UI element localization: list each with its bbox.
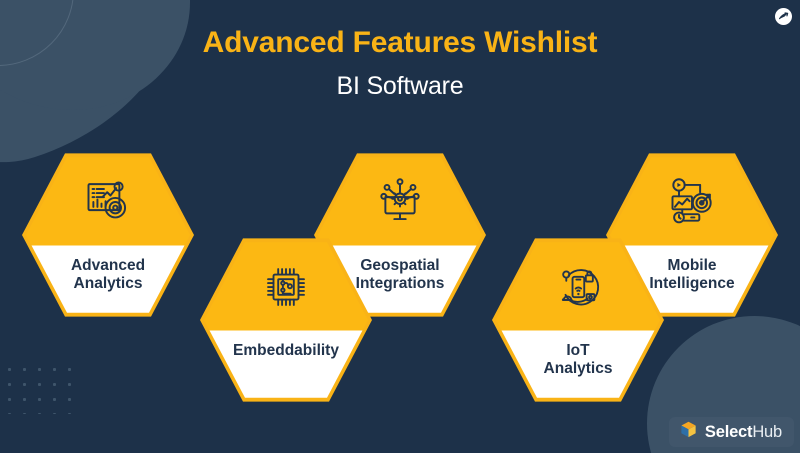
- hex-label-embeddability: Embeddability: [233, 341, 339, 359]
- selecthub-logo-text: SelectHub: [705, 423, 782, 442]
- microchip-icon: [261, 242, 311, 330]
- selecthub-cube-icon: [679, 420, 698, 444]
- workflow-target-icon: [666, 157, 718, 245]
- analytics-dashboard-icon: [82, 157, 134, 245]
- monitor-gear-network-icon: [374, 157, 426, 245]
- hex-label-advanced-analytics: Advanced Analytics: [70, 256, 146, 293]
- hex-label-mobile-intelligence: Mobile Intelligence: [649, 256, 735, 293]
- selecthub-logo[interactable]: SelectHub: [668, 417, 794, 447]
- hex-label-iot-analytics: IoT Analytics: [543, 341, 613, 378]
- hex-body: IoT Analytics: [496, 242, 660, 398]
- dot-grid-decoration: [2, 362, 80, 414]
- hex-card-advanced-analytics[interactable]: Advanced Analytics: [22, 150, 194, 320]
- page-subtitle: BI Software: [336, 72, 464, 100]
- iot-devices-icon: [553, 242, 603, 330]
- hex-label-geospatial-integrations: Geospatial Integrations: [355, 256, 445, 293]
- swoosh-arrow-icon: [775, 8, 792, 25]
- hex-card-iot-analytics[interactable]: IoT Analytics: [492, 235, 664, 405]
- logo-name-light: Hub: [752, 422, 782, 441]
- logo-name-bold: Select: [704, 422, 753, 441]
- page-title: Advanced Features Wishlist: [202, 26, 598, 59]
- hex-body: Advanced Analytics: [26, 157, 190, 313]
- hex-card-embeddability[interactable]: Embeddability: [200, 235, 372, 405]
- hex-card-mobile-intelligence[interactable]: Mobile Intelligence: [606, 150, 778, 320]
- hex-body: Embeddability: [204, 242, 368, 398]
